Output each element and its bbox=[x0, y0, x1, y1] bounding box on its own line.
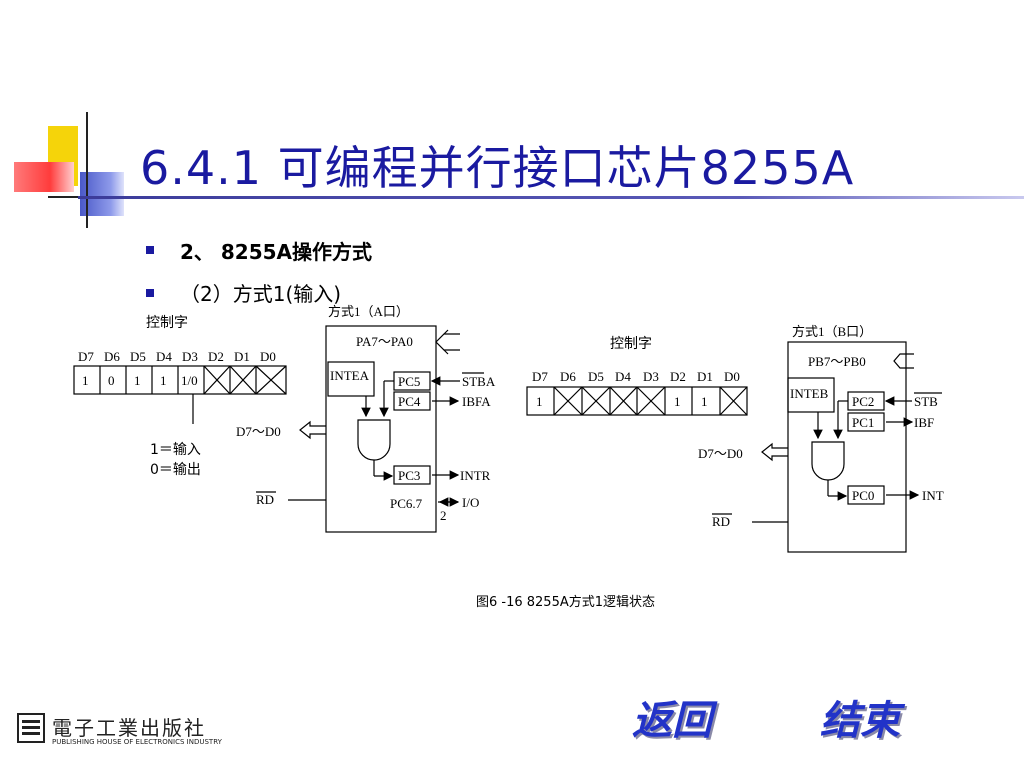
bits-header-left: D7 D6 D5 D4 D3 D2 D1 D0 bbox=[78, 349, 276, 364]
svg-text:D5: D5 bbox=[130, 349, 146, 364]
svg-text:1/0: 1/0 bbox=[181, 373, 198, 388]
bullet-marker bbox=[146, 246, 154, 254]
publisher-name-en: PUBLISHING HOUSE OF ELECTRONICS INDUSTRY bbox=[52, 738, 222, 746]
svg-text:0: 0 bbox=[108, 373, 115, 388]
stb-a-label: STBA bbox=[462, 374, 496, 389]
svg-text:D2: D2 bbox=[208, 349, 224, 364]
back-button[interactable]: 返回 bbox=[632, 698, 712, 744]
svg-text:1: 1 bbox=[82, 373, 89, 388]
svg-text:PC2: PC2 bbox=[852, 394, 874, 409]
intr-b-label: INT bbox=[922, 488, 944, 503]
svg-text:1: 1 bbox=[160, 373, 167, 388]
port-label-a: PA7～PA0 bbox=[356, 334, 413, 349]
svg-text:2: 2 bbox=[440, 508, 447, 523]
svg-text:1: 1 bbox=[701, 394, 708, 409]
port-label-b: PB7～PB0 bbox=[808, 354, 866, 369]
title-decoration-red bbox=[14, 162, 74, 192]
svg-text:D1: D1 bbox=[234, 349, 250, 364]
and-gate-a bbox=[357, 419, 391, 461]
publisher-name-cn: 電子工業出版社 bbox=[52, 716, 206, 740]
pc67-label: PC6.7 bbox=[390, 496, 423, 511]
pc4-box bbox=[393, 391, 431, 411]
mode-label-b: 方式1（B口） bbox=[792, 324, 872, 339]
rd-label-a: RD bbox=[256, 492, 274, 507]
svg-text:D4: D4 bbox=[615, 369, 631, 384]
svg-text:D7: D7 bbox=[78, 349, 94, 364]
pc0-box bbox=[847, 485, 885, 505]
svg-text:PC5: PC5 bbox=[398, 374, 420, 389]
svg-text:INTEA: INTEA bbox=[330, 368, 370, 383]
svg-text:D3: D3 bbox=[643, 369, 659, 384]
svg-text:D6: D6 bbox=[560, 369, 576, 384]
svg-text:1: 1 bbox=[674, 394, 681, 409]
bullet-marker bbox=[146, 289, 154, 297]
svg-text:PC4: PC4 bbox=[398, 394, 421, 409]
intr-a-label: INTR bbox=[460, 468, 491, 483]
pc1-box bbox=[847, 412, 885, 432]
svg-text:D5: D5 bbox=[588, 369, 604, 384]
svg-text:D1: D1 bbox=[697, 369, 713, 384]
bits-header-right: D7 D6 D5 D4 D3 D2 D1 D0 bbox=[532, 369, 740, 384]
publisher-logo-icon bbox=[17, 713, 45, 743]
svg-text:PC1: PC1 bbox=[852, 415, 874, 430]
legend-output: 0＝输出 bbox=[150, 462, 201, 478]
bullet-text-2: （2）方式1(输入) bbox=[180, 282, 342, 306]
io-label: I/O bbox=[462, 495, 479, 510]
svg-text:D7: D7 bbox=[532, 369, 548, 384]
svg-text:INTEB: INTEB bbox=[790, 386, 829, 401]
page-title: 6.4.1 可编程并行接口芯片8255A bbox=[140, 141, 855, 195]
control-word-label-left: 控制字 bbox=[146, 315, 188, 331]
ibf-b-label: IBF bbox=[914, 415, 934, 430]
data-bus-label-b: D7～D0 bbox=[698, 446, 743, 461]
svg-text:PC3: PC3 bbox=[398, 468, 420, 483]
and-gate-b bbox=[811, 441, 845, 481]
figure-caption: 图6 -16 8255A方式1逻辑状态 bbox=[476, 594, 655, 610]
inte-box-a bbox=[327, 361, 375, 397]
svg-text:D0: D0 bbox=[724, 369, 740, 384]
svg-text:1: 1 bbox=[536, 394, 543, 409]
title-decoration-hline bbox=[48, 196, 92, 198]
svg-text:D3: D3 bbox=[182, 349, 198, 364]
ibf-a-label: IBFA bbox=[462, 394, 491, 409]
control-word-label-right: 控制字 bbox=[610, 336, 652, 352]
svg-text:D2: D2 bbox=[670, 369, 686, 384]
mode1-input-logic-diagram: 控制字 D7 D6 D5 D4 D3 D2 D1 D0 1 0 1 1 1/0 … bbox=[73, 304, 944, 610]
chip-box-b bbox=[787, 341, 907, 553]
svg-text:D0: D0 bbox=[260, 349, 276, 364]
svg-text:D4: D4 bbox=[156, 349, 172, 364]
legend-input: 1＝输入 bbox=[150, 442, 201, 458]
svg-text:D6: D6 bbox=[104, 349, 120, 364]
rd-label-b: RD bbox=[712, 514, 730, 529]
svg-text:1: 1 bbox=[134, 373, 141, 388]
title-decoration-vline bbox=[86, 112, 88, 228]
chip-box-a bbox=[325, 325, 437, 533]
bullet-text-1: 2、 8255A操作方式 bbox=[180, 240, 373, 264]
svg-text:PC0: PC0 bbox=[852, 488, 874, 503]
stb-b-label: STB bbox=[914, 394, 938, 409]
data-bus-label-a: D7～D0 bbox=[236, 424, 281, 439]
control-register-left bbox=[73, 365, 287, 395]
title-underline bbox=[78, 196, 1024, 199]
pc3-box bbox=[393, 465, 431, 485]
mode-label-a: 方式1（A口） bbox=[328, 304, 409, 319]
end-button[interactable]: 结束 bbox=[820, 698, 900, 744]
inte-box-b bbox=[787, 377, 835, 413]
